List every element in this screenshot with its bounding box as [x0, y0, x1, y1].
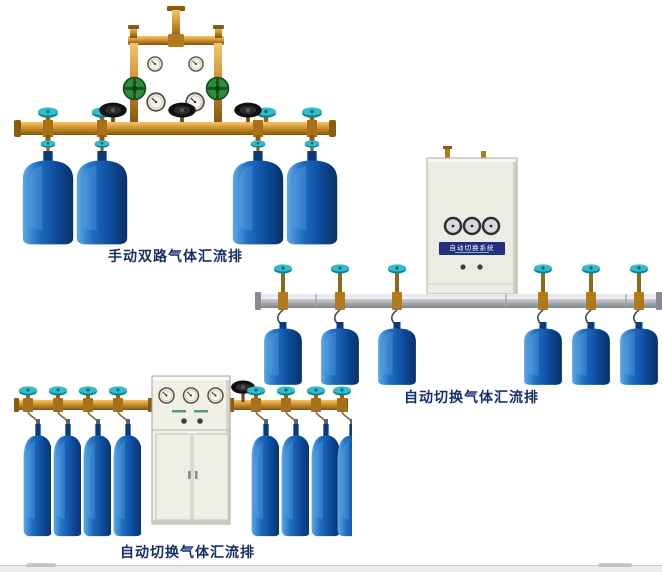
- manual-dual-manifold-figure: [14, 6, 340, 248]
- left-stub: [130, 27, 137, 38]
- cabinet-top-highlight: [428, 159, 516, 162]
- pipe-flange: [167, 6, 185, 11]
- floor-cabinet: [151, 375, 231, 525]
- cabinet-top-highlight: [153, 377, 229, 380]
- gas-cylinder-station: [77, 135, 127, 244]
- pipe-fitting: [97, 120, 107, 137]
- cabinet-door-right: [192, 433, 229, 521]
- cabinet-gauge: [182, 387, 200, 404]
- gas-cylinder-station: [264, 264, 302, 385]
- page-bottom-mark-right: [598, 563, 632, 567]
- gas-cylinder-station: [524, 264, 562, 385]
- cabinet-indicator: [460, 264, 466, 270]
- manifold-pipe: [14, 122, 336, 135]
- pipe-end-cap: [656, 292, 662, 310]
- pressure-gauge: [147, 56, 163, 72]
- gas-cylinder-station: [378, 264, 416, 385]
- door-handle: [195, 471, 198, 479]
- pipe-fitting: [253, 120, 263, 137]
- gas-cylinder-station: [321, 264, 359, 385]
- pressure-gauge: [188, 56, 204, 72]
- door-handle: [188, 471, 191, 479]
- gauge-pin: [489, 224, 493, 228]
- caption-manual-dual-manifold: 手动双路气体汇流排: [108, 248, 243, 264]
- pipe-fitting: [43, 120, 53, 137]
- caption-auto-switch-wall: 自动切换气体汇流排: [404, 389, 539, 405]
- pipe-bracket: [315, 294, 317, 308]
- control-cabinet: 自动切换系统: [426, 146, 518, 295]
- riser-pipe: [172, 10, 180, 40]
- regulator-handwheel: [205, 76, 230, 101]
- pipe-bracket: [505, 294, 507, 308]
- gauge-pin: [451, 224, 455, 228]
- cabinet-text-mark: [194, 410, 208, 413]
- manifold-pipe-assembly: [14, 102, 336, 137]
- tee-fitting: [168, 34, 184, 47]
- cabinet-side-shade: [513, 159, 517, 293]
- cabinet-top-fitting: [481, 151, 486, 159]
- page-bottom-mark-left: [26, 563, 56, 567]
- cabinet-label-band: [439, 242, 505, 255]
- cabinet-base: [152, 520, 230, 524]
- left-stub-cap: [128, 25, 139, 29]
- pipe-highlight: [255, 296, 662, 299]
- auto-switch-wall-figure: 自动切换系统: [255, 146, 662, 390]
- cabinet-door-left: [155, 433, 192, 521]
- regulators-and-gauges: [122, 56, 230, 112]
- cabinet-gauge: [158, 387, 175, 404]
- cabinet-indicator: [477, 264, 483, 270]
- pipe-fitting: [307, 120, 317, 137]
- cabinet-knob: [197, 418, 203, 424]
- page-bottom-band: [0, 566, 662, 572]
- page-bottom-edge: [0, 565, 662, 566]
- cabinet-top-fitting-cap: [443, 146, 452, 149]
- right-stub: [215, 27, 222, 38]
- cabinet-panel-label: 自动切换系统: [450, 243, 495, 252]
- pipe-end-cap: [255, 292, 261, 310]
- cabinet-knob: [181, 418, 187, 424]
- gas-cylinder-station: [572, 264, 610, 385]
- gauge-pin: [470, 224, 474, 228]
- regulator-handwheel: [122, 76, 147, 101]
- pressure-gauge: [146, 92, 166, 112]
- caption-auto-switch-floor: 自动切换气体汇流排: [120, 544, 255, 560]
- pipe-bracket: [625, 294, 627, 308]
- right-stub-cap: [213, 25, 224, 29]
- gas-cylinder-station: [23, 135, 73, 244]
- manifold-pipe-assembly: [255, 292, 662, 310]
- cabinet-gauge: [207, 387, 224, 404]
- cabinet-text-mark: [172, 410, 186, 413]
- pipe-end-cap: [14, 398, 19, 412]
- pipe-end-cap: [329, 120, 336, 137]
- gas-cylinder-station: [620, 264, 658, 385]
- pipe-end-cap: [14, 120, 21, 137]
- cabinet-top-fitting: [445, 148, 450, 159]
- cabinet-label-subline: [455, 252, 489, 253]
- auto-switch-floor-figure: [14, 375, 352, 556]
